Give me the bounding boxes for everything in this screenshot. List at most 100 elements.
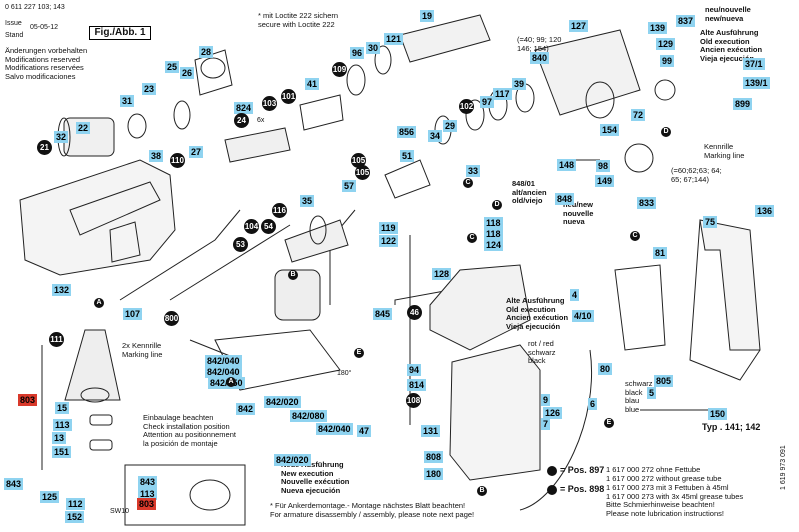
- part-label-19: 19: [420, 10, 435, 22]
- part-label-122: 122: [379, 235, 399, 247]
- part-label-842-040: 842/040: [205, 355, 242, 367]
- part-label-35: 35: [300, 195, 315, 207]
- part-label-180: 180: [424, 468, 444, 480]
- part-circle-105: 105: [355, 165, 370, 180]
- part-label-118: 118: [484, 228, 503, 240]
- part-label-113: 113: [53, 419, 72, 431]
- marking-line-1: Kennrille Marking line: [704, 142, 745, 160]
- part-label-98: 98: [596, 160, 611, 172]
- part-label-57: 57: [342, 180, 357, 192]
- part-label-41: 41: [305, 78, 320, 90]
- doc-number: 0 611 227 103; 143: [5, 4, 65, 11]
- part-label-25: 25: [165, 61, 180, 73]
- stand-label: Stand: [5, 32, 24, 39]
- part-label-32: 32: [54, 131, 69, 143]
- pos-897-text: 1 617 000 272 ohne Fettube 1 617 000 272…: [606, 465, 722, 483]
- part-label-154: 154: [600, 124, 620, 136]
- issue-date: 05-05-12: [30, 24, 59, 31]
- bullet-icon: [547, 466, 557, 476]
- part-label-39: 39: [512, 78, 527, 90]
- part-label-121: 121: [384, 33, 404, 45]
- part-label-37-1: 37/1: [743, 58, 765, 70]
- part-label-842-080: 842/080: [290, 410, 327, 422]
- ref-letter-c: C: [463, 178, 473, 188]
- part-label-72: 72: [631, 109, 646, 121]
- part-label-6: 6: [588, 398, 598, 410]
- part-label-842-040: 842/040: [316, 423, 353, 435]
- pos-898-label: = Pos. 898: [560, 484, 605, 494]
- part-circle-53: 53: [233, 237, 248, 252]
- part-label-129: 129: [656, 38, 676, 50]
- part-circle-800: 800: [164, 311, 179, 326]
- part-circle-24: 24: [234, 113, 249, 128]
- part-circle-110: 110: [170, 153, 185, 168]
- part-label-99: 99: [660, 55, 675, 67]
- legend-new: neu/nouvelle new/nueva: [705, 5, 751, 23]
- wire-colors-1: rot / red schwarz black: [528, 339, 556, 366]
- pos-897-label: = Pos. 897: [560, 465, 605, 475]
- rotation-note: 180°: [337, 370, 352, 377]
- part-circle-101: 101: [281, 89, 296, 104]
- part-label-139-1: 139/1: [743, 77, 770, 89]
- part-label-848: 848: [555, 193, 575, 205]
- variant-note-860: (=60;62;63; 64; 65; 67;144): [671, 166, 722, 184]
- part-label-75: 75: [703, 216, 718, 228]
- part-label-80: 80: [598, 363, 613, 375]
- issue-label: Issue: [5, 20, 22, 27]
- old-848-note: 848/01 alt/ancien old/viejo: [512, 179, 547, 206]
- part-label-31: 31: [120, 95, 135, 107]
- part-label-139: 139: [648, 22, 668, 34]
- new-execution-note: Neue Ausführung New execution Nouvelle e…: [281, 460, 350, 495]
- figure-label: Fig./Abb. 1: [89, 26, 151, 40]
- part-label-136: 136: [755, 205, 775, 217]
- footer-note: * Für Ankerdemontage.- Montage nächstes …: [270, 501, 475, 519]
- ref-letter-e: E: [354, 348, 364, 358]
- ref-letter-b: B: [477, 486, 487, 496]
- part-circle-104: 104: [244, 219, 259, 234]
- part-label-124: 124: [484, 239, 504, 251]
- part-label-30: 30: [366, 42, 381, 54]
- bullet-icon: [547, 485, 557, 495]
- part-label-824: 824: [234, 102, 254, 114]
- part-label-4-10: 4/10: [572, 310, 594, 322]
- part-circle-21: 21: [37, 140, 52, 155]
- part-label-94: 94: [407, 364, 422, 376]
- part-label-842: 842: [236, 403, 256, 415]
- ref-letter-a: A: [94, 298, 104, 308]
- part-label-97: 97: [480, 96, 495, 108]
- part-label-113: 113: [138, 488, 157, 500]
- ref-letter-e: E: [604, 418, 614, 428]
- typ-note: Typ . 141; 142: [702, 422, 761, 432]
- variant-note: (=40; 99; 120 146; 154): [517, 35, 562, 53]
- ref-letter-d: D: [661, 127, 671, 137]
- part-circle-105: 105: [351, 153, 366, 168]
- side-code: 1 619 973 091: [780, 445, 787, 490]
- ref-letter-d: D: [492, 200, 502, 210]
- part-label-15: 15: [55, 402, 70, 414]
- part-label-842-020: 842/020: [274, 454, 311, 466]
- part-label-808: 808: [424, 451, 444, 463]
- marking-line-2: 2x Kennrille Marking line: [122, 341, 163, 359]
- part-label-843: 843: [4, 478, 24, 490]
- ref-letter-c: C: [467, 233, 477, 243]
- six-x-label: 6x: [257, 117, 265, 124]
- ref-letter-b: B: [288, 270, 298, 280]
- part-label-842-020: 842/020: [264, 396, 301, 408]
- part-label-28: 28: [199, 46, 214, 58]
- sw-label: SW10: [110, 508, 130, 515]
- part-circle-111: 111: [49, 332, 64, 347]
- part-label-96: 96: [350, 47, 365, 59]
- part-label-81: 81: [653, 247, 668, 259]
- part-label-840: 840: [530, 52, 550, 64]
- pos-898-text: 1 617 000 273 mit 3 Fettuben à 45ml 1 61…: [606, 483, 744, 518]
- new-848-note: neu/new nouvelle nueva: [563, 200, 594, 227]
- part-label-117: 117: [493, 88, 512, 100]
- part-label-856: 856: [397, 126, 417, 138]
- part-label-899: 899: [733, 98, 753, 110]
- part-label-4: 4: [570, 289, 580, 301]
- part-label-125: 125: [40, 491, 60, 503]
- part-label-47: 47: [357, 425, 372, 437]
- part-label-5: 5: [647, 387, 657, 399]
- part-circle-108: 108: [406, 393, 421, 408]
- part-label-112: 112: [66, 498, 85, 510]
